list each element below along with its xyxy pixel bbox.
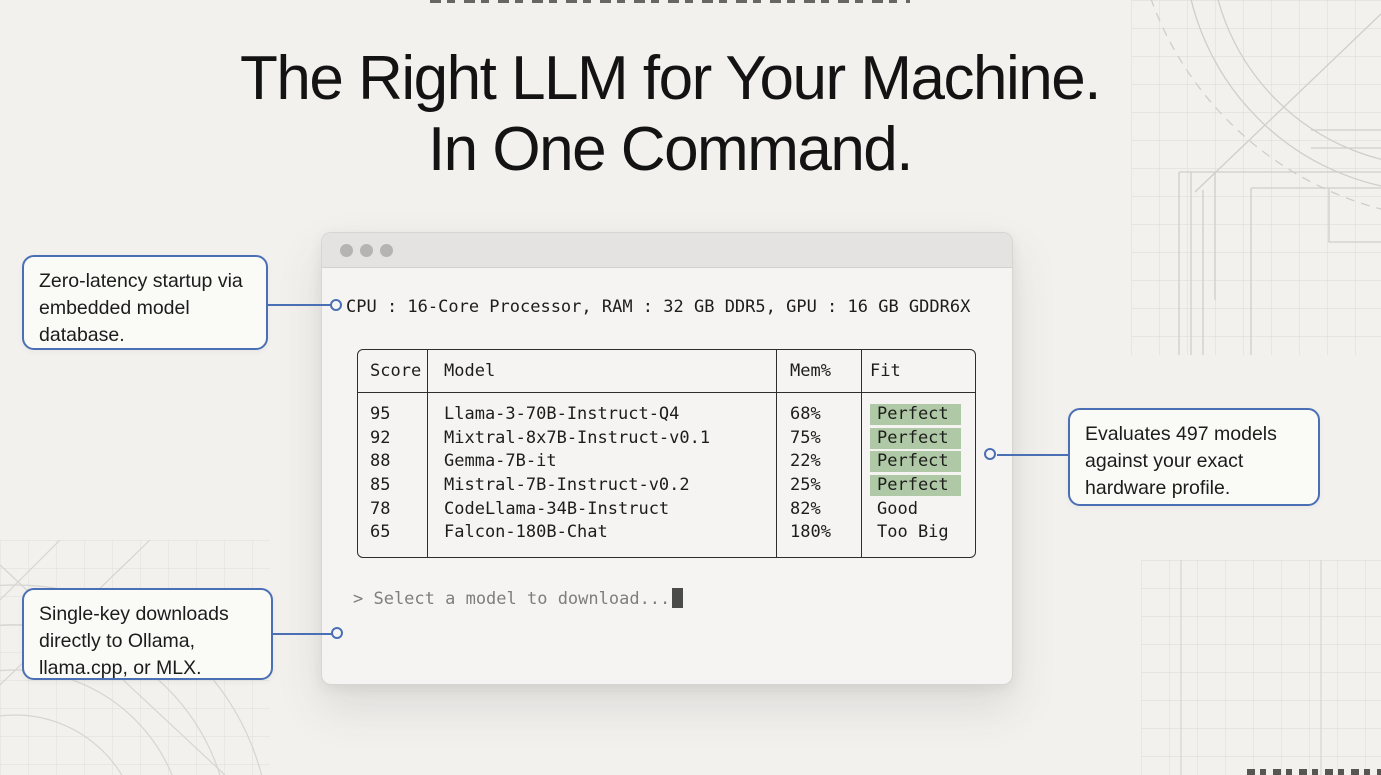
callout-connector-line [268, 304, 331, 306]
cell-mem: 68% [777, 393, 862, 427]
column-header-score: Score [358, 350, 428, 393]
column-header-model: Model [428, 350, 777, 393]
cell-fit: Perfect [862, 450, 975, 474]
terminal-window: CPU : 16-Core Processor, RAM : 32 GB DDR… [321, 232, 1013, 685]
cell-score: 92 [358, 426, 428, 451]
cell-score: 95 [358, 393, 428, 427]
cell-score: 88 [358, 450, 428, 474]
cell-fit: Perfect [862, 393, 975, 427]
fit-badge: Perfect [870, 474, 961, 496]
callout-single-key-downloads: Single-key downloads directly to Ollama,… [22, 588, 273, 680]
column-header-fit: Fit [862, 350, 975, 393]
table-row[interactable]: 88 Gemma-7B-it 22% Perfect [358, 450, 975, 474]
cell-model: Falcon-180B-Chat [428, 521, 777, 557]
callout-connector-line [271, 633, 332, 635]
window-control-dot-1[interactable] [340, 243, 353, 257]
connector-node-circle [330, 299, 342, 311]
callout-connector-line [997, 454, 1068, 456]
table-row[interactable]: 92 Mixtral-8x7B-Instruct-v0.1 75% Perfec… [358, 426, 975, 451]
system-specs-line: CPU : 16-Core Processor, RAM : 32 GB DDR… [346, 297, 971, 317]
column-header-mem: Mem% [777, 350, 862, 393]
text-cursor [672, 588, 684, 608]
cell-score: 85 [358, 473, 428, 498]
cell-model: Llama-3-70B-Instruct-Q4 [428, 393, 777, 427]
page-title-line1: The Right LLM for Your Machine. [240, 44, 1101, 113]
cell-mem: 75% [777, 426, 862, 451]
fit-badge: Perfect [870, 451, 961, 473]
window-titlebar[interactable] [322, 233, 1012, 268]
page-title-line2: In One Command. [427, 114, 914, 184]
fit-badge: Perfect [870, 404, 961, 425]
fit-badge: Perfect [870, 427, 961, 449]
table-row[interactable]: 95 Llama-3-70B-Instruct-Q4 68% Perfect [358, 393, 975, 427]
cell-score: 78 [358, 497, 428, 522]
terminal-prompt[interactable]: > Select a model to download... [353, 588, 684, 609]
cropped-text-artifact-bottom-right [1247, 769, 1381, 775]
cell-model: Mixtral-8x7B-Instruct-v0.1 [428, 426, 777, 451]
table-row[interactable]: 65 Falcon-180B-Chat 180% Too Big [358, 521, 975, 557]
cell-model: CodeLlama-34B-Instruct [428, 497, 777, 522]
table-row[interactable]: 78 CodeLlama-34B-Instruct 82% Good [358, 497, 975, 522]
connector-node-circle [984, 448, 996, 460]
table-header-row: Score Model Mem% Fit [358, 350, 975, 393]
fit-badge: Good [877, 498, 918, 519]
model-results-table: Score Model Mem% Fit 95 Llama-3-70B-Inst… [357, 349, 976, 558]
window-control-dot-2[interactable] [360, 243, 373, 257]
callout-zero-latency: Zero-latency startup via embedded model … [22, 255, 268, 350]
cell-mem: 180% [777, 521, 862, 557]
fit-badge: Too Big [877, 522, 949, 543]
cell-model: Gemma-7B-it [428, 450, 777, 474]
cell-score: 65 [358, 521, 428, 557]
page-title: The Right LLM for Your Machine. In One C… [0, 44, 1340, 185]
cell-model: Mistral-7B-Instruct-v0.2 [428, 473, 777, 498]
cell-mem: 22% [777, 450, 862, 474]
callout-evaluates-models: Evaluates 497 models against your exact … [1068, 408, 1320, 506]
cell-fit: Too Big [862, 521, 975, 557]
cell-fit: Perfect [862, 427, 975, 451]
connector-node-circle [331, 627, 343, 639]
blueprint-decoration-bottom-right [1141, 560, 1381, 775]
cell-fit: Perfect [862, 474, 975, 498]
cell-mem: 25% [777, 473, 862, 498]
prompt-text: > Select a model to download... [353, 589, 671, 609]
window-control-dot-3[interactable] [380, 243, 393, 257]
cell-fit: Good [862, 498, 975, 522]
cell-mem: 82% [777, 497, 862, 522]
table-row[interactable]: 85 Mistral-7B-Instruct-v0.2 25% Perfect [358, 473, 975, 498]
cropped-text-artifact-top [430, 0, 910, 3]
